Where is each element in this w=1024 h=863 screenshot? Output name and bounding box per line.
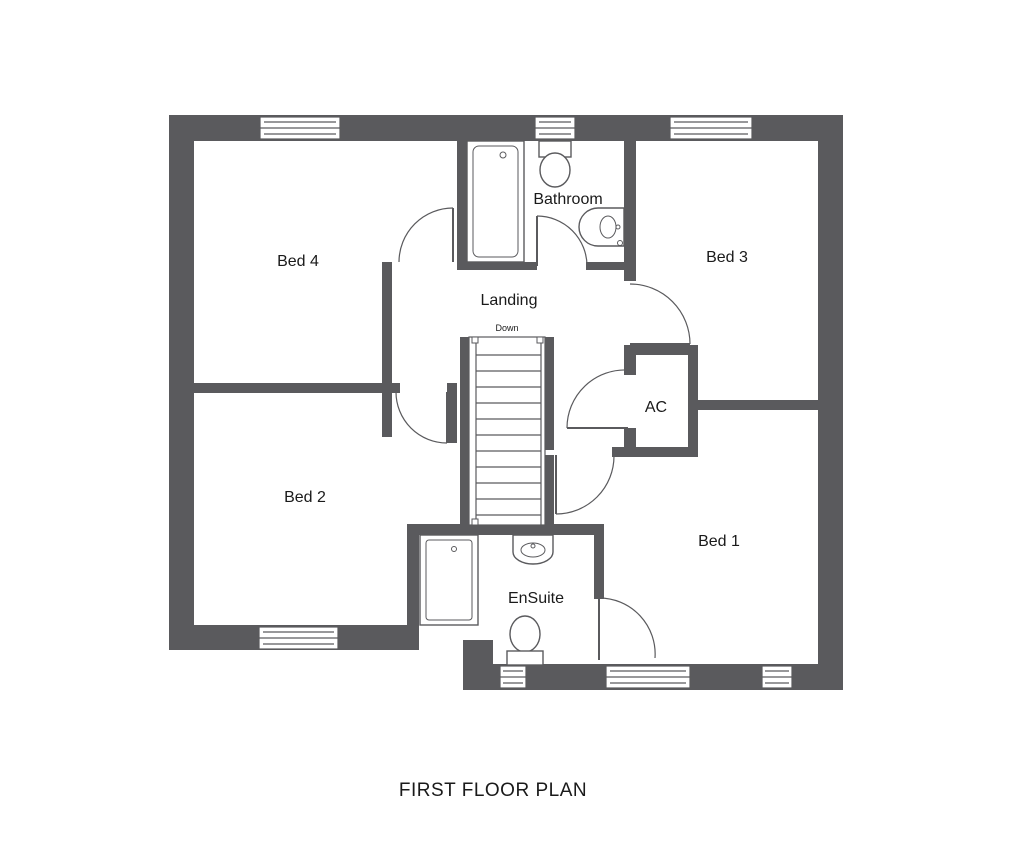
- window-bed1-small: [761, 665, 793, 689]
- room-label-bed4: Bed 4: [277, 253, 319, 270]
- door-bed2: [395, 391, 448, 444]
- room-label-ac: AC: [645, 399, 667, 416]
- room-label-landing: Landing: [481, 292, 538, 309]
- window-bed3: [669, 116, 753, 140]
- window-ensuite: [499, 665, 527, 689]
- shower-icon: [419, 534, 479, 626]
- room-label-bathroom: Bathroom: [533, 191, 602, 208]
- door-bed1: [555, 455, 615, 515]
- window-bathroom: [534, 116, 576, 140]
- ensuite-toilet-icon: [506, 615, 544, 666]
- window-bed2: [258, 626, 339, 650]
- door-bed3: [629, 283, 691, 345]
- door-bathroom: [536, 215, 588, 267]
- staircase: Down: [468, 323, 546, 526]
- room-label-bed2: Bed 2: [284, 489, 326, 506]
- room-label-ensuite: EnSuite: [508, 590, 564, 607]
- ensuite-basin-icon: [512, 534, 554, 565]
- window-bed4: [259, 116, 341, 140]
- room-label-bed3: Bed 3: [706, 249, 748, 266]
- doors: [395, 207, 691, 660]
- bath-icon: [466, 140, 525, 263]
- basin-icon: [578, 207, 625, 247]
- room-labels: Bed 4 Bathroom Bed 3 Landing AC Bed 2 Be…: [277, 191, 748, 607]
- door-ac: [566, 369, 629, 429]
- room-label-bed1: Bed 1: [698, 533, 740, 550]
- door-bed4: [398, 207, 454, 263]
- plan-title: FIRST FLOOR PLAN: [398, 780, 588, 801]
- door-ensuite: [598, 597, 656, 660]
- toilet-icon: [538, 140, 572, 188]
- interior-walls: [194, 141, 818, 650]
- stairs-direction-label: Down: [495, 323, 518, 333]
- windows: [258, 116, 793, 689]
- window-bed1-main: [605, 665, 691, 689]
- fixtures: [419, 140, 625, 666]
